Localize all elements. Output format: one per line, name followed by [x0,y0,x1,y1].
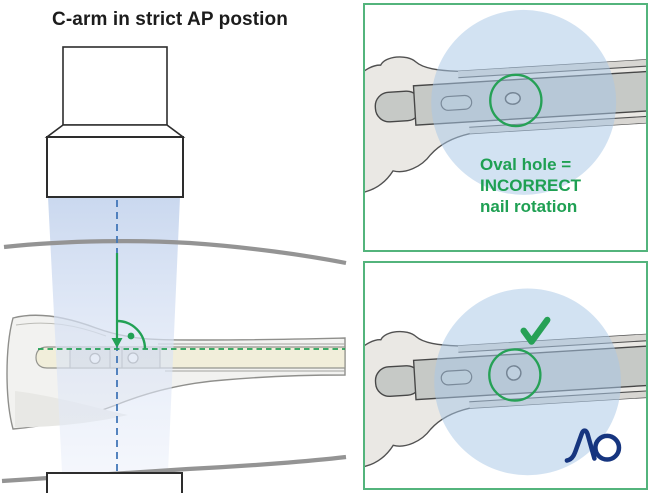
xray-field-circle [431,9,617,195]
xray-view-incorrect [365,9,646,195]
xray-field-circle [434,288,621,476]
incorrect-rotation-caption: Oval hole = INCORRECT nail rotation [480,155,582,216]
ao-logo [564,428,622,463]
c-arm-collimator [46,136,184,198]
green-highlight-circle [488,348,542,402]
c-arm-ap-illustration [1,46,347,493]
ao-logo-letter-o [593,433,622,462]
angle-annotation [38,253,345,350]
c-arm-source [44,46,186,198]
green-highlight-circle [489,73,543,128]
panel-correct-rotation: ✓ AO [363,261,648,490]
checkmark-icon [520,316,551,345]
xray-view-correct [365,288,646,476]
figure-title: C-arm in strict AP postion [52,9,288,30]
c-arm-collar [44,124,186,138]
panel-incorrect-rotation: Oval hole = INCORRECT nail rotation [363,3,648,252]
skin-line-top [3,239,347,266]
right-angle-arc [116,319,147,350]
c-arm-detector [46,472,183,493]
ao-logo-letter-a [564,428,597,463]
arrowhead-down-icon [111,338,123,348]
xray-beam [48,197,180,472]
c-arm-tube-housing [62,46,168,126]
right-angle-dot [127,332,135,340]
